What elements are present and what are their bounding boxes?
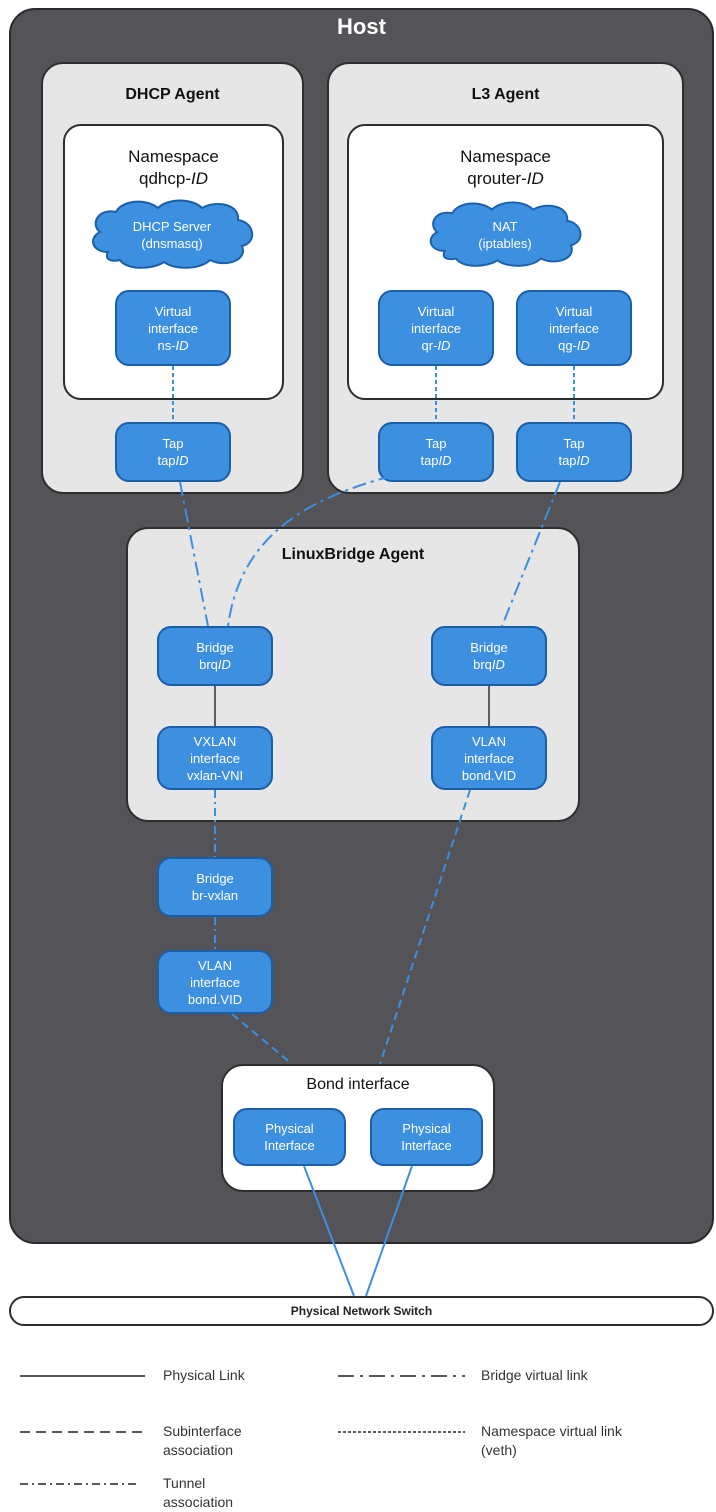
bond-interface-title: Bond interface — [306, 1076, 410, 1093]
dhcp-server-label: DHCP Server (dnsmasq) — [132, 219, 212, 251]
vlan-interface-upper: VLAN interface bond.VID — [431, 726, 547, 790]
legend-namespace-label: Namespace virtual link (veth) — [481, 1423, 622, 1458]
bridge-link-qr — [227, 475, 393, 627]
vlan-interface-lower: VLAN interface bond.VID — [157, 950, 273, 1014]
bridge-link-qg — [501, 481, 561, 627]
host-title: Host — [337, 14, 386, 39]
l3-virtual-interface-qr: Virtual interface qr-ID — [378, 290, 494, 366]
legend-subinterface-label: Subinterface association — [163, 1423, 242, 1458]
legend-physical-label: Physical Link — [163, 1367, 245, 1383]
physical-link-1 — [303, 1165, 355, 1297]
l3-tap-qg: Tap tapID — [516, 422, 632, 482]
legend-bridge-label: Bridge virtual link — [481, 1367, 588, 1383]
subinterface-link-lower — [231, 1013, 293, 1065]
vxlan-interface: VXLAN interface vxlan-VNI — [157, 726, 273, 790]
bridge-br-vxlan: Bridge br-vxlan — [157, 857, 273, 917]
nat-label: NAT (iptables) — [478, 219, 532, 251]
dhcp-namespace-title: Namespace qdhcp-ID — [128, 147, 219, 188]
l3-namespace-title: Namespace qrouter-ID — [460, 147, 551, 188]
dhcp-tap: Tap tapID — [115, 422, 231, 482]
nat-cloud — [429, 201, 582, 267]
l3-tap-qr: Tap tapID — [378, 422, 494, 482]
physical-interface-2: Physical Interface — [370, 1108, 483, 1166]
linuxbridge-agent-title: LinuxBridge Agent — [281, 546, 425, 563]
dhcp-server-cloud — [92, 199, 253, 269]
dhcp-agent-title: DHCP Agent — [125, 86, 220, 103]
l3-virtual-interface-qg: Virtual interface qg-ID — [516, 290, 632, 366]
bridge-left: Bridge brqID — [157, 626, 273, 686]
physical-network-switch: Physical Network Switch — [9, 1296, 714, 1326]
physical-link-2 — [365, 1165, 413, 1297]
subinterface-link-upper — [379, 789, 471, 1065]
bridge-link-dhcp — [179, 481, 209, 627]
physical-interface-1: Physical Interface — [233, 1108, 346, 1166]
legend-tunnel-label: Tunnel association — [163, 1475, 234, 1510]
l3-agent-title: L3 Agent — [471, 86, 540, 103]
dhcp-virtual-interface: Virtual interface ns-ID — [115, 290, 231, 366]
bridge-right: Bridge brqID — [431, 626, 547, 686]
